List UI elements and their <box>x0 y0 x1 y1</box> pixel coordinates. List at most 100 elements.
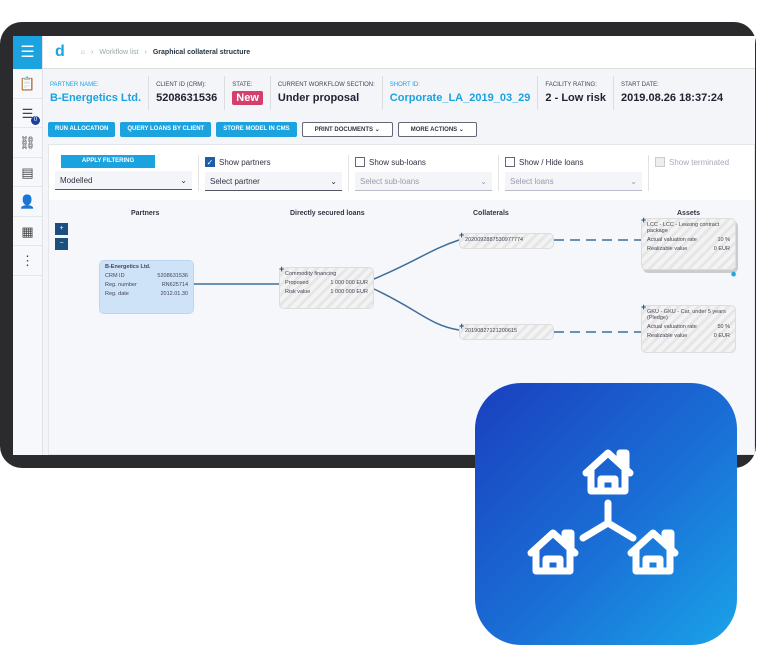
select-placeholder: Select partner <box>210 177 260 186</box>
top-bar: d ⌂ › Workflow list › Graphical collater… <box>43 36 755 69</box>
show-loans-checkbox[interactable] <box>505 157 515 167</box>
documents-icon[interactable]: ▦ <box>13 217 42 246</box>
plus-icon[interactable]: + <box>459 321 465 331</box>
checkbox-label: Show sub-loans <box>369 157 426 167</box>
house-icon <box>627 529 679 575</box>
workflow-info: PARTNER NAME: B-Energetics Ltd. CLIENT ID… <box>43 76 755 110</box>
comment-icon[interactable]: ▤ <box>13 158 42 187</box>
state-badge: New <box>232 91 263 105</box>
checkbox-label: Show / Hide loans <box>519 157 584 167</box>
select-placeholder: Select sub-loans <box>360 177 420 186</box>
asset-node[interactable]: + GKU - GKU - Car, under 5 years (Pledge… <box>641 302 736 353</box>
field-label: Proposed <box>285 280 309 286</box>
store-model-button[interactable]: STORE MODEL IN CMS <box>216 122 297 137</box>
field-value: 0 EUR <box>713 246 730 252</box>
breadcrumb-current: Graphical collateral structure <box>152 48 251 56</box>
field-value: 10 % <box>717 237 730 243</box>
field-value: 1 000 000 EUR <box>330 289 368 295</box>
start-date: 2019.08.26 18:37:24 <box>620 92 724 104</box>
menu-icon[interactable]: ☰ <box>13 36 42 69</box>
diagram-canvas: Partners Directly secured loans Collater… <box>49 200 754 454</box>
field-value: 2012.01.30 <box>160 291 188 297</box>
plus-icon[interactable]: + <box>459 230 465 240</box>
house-icon <box>527 529 579 575</box>
field-label: Reg. number <box>105 282 137 288</box>
field-value: Risk value <box>285 289 311 295</box>
plus-icon[interactable]: + <box>641 302 647 312</box>
loans-select[interactable]: Select loans ⌄ <box>505 172 642 191</box>
short-id[interactable]: Corporate_LA_2019_03_29 <box>389 92 531 104</box>
info-label: CLIENT ID (CRM): <box>156 82 206 88</box>
node-title: LCC - LCC - Leasing contract package <box>647 222 720 234</box>
show-terminated-checkbox[interactable] <box>655 157 665 167</box>
mode-value: Modelled <box>60 176 93 185</box>
checkbox-label: Show partners <box>219 157 271 167</box>
gear-icon[interactable]: ✹ <box>730 270 737 279</box>
subloans-select[interactable]: Select sub-loans ⌄ <box>355 172 492 191</box>
connector-line <box>373 239 460 280</box>
facility-rating: 2 - Low risk <box>545 92 606 104</box>
column-header: Collaterals <box>473 210 509 217</box>
run-allocation-button[interactable]: RUN ALLOCATION <box>48 122 116 137</box>
node-title: Commodity financing <box>285 271 337 277</box>
field-label: Realizable value <box>647 246 688 252</box>
houses-network-icon <box>527 449 679 575</box>
breadcrumb-workflow-list[interactable]: Workflow list <box>99 48 139 56</box>
connector-line <box>373 288 460 331</box>
field-value: 5208631536 <box>157 273 188 279</box>
chevron-down-icon: ⌄ <box>480 177 487 186</box>
collateral-id: 2020092887530977774 <box>465 237 524 243</box>
plus-icon[interactable]: + <box>641 215 647 225</box>
info-label: PARTNER NAME: <box>50 82 99 88</box>
expand-icon[interactable]: + <box>55 223 68 235</box>
asset-node[interactable]: + LCC - LCC - Leasing contract package A… <box>641 215 737 279</box>
field-label: Realizable value <box>647 333 688 339</box>
branch-connector <box>579 499 637 542</box>
info-label: FACILITY RATING: <box>545 82 597 88</box>
notification-badge: 0 <box>31 116 40 125</box>
partner-select[interactable]: Select partner ⌄ <box>205 172 342 191</box>
field-label: Reg. date <box>105 291 129 297</box>
checkbox-label: Show terminated <box>669 157 730 167</box>
column-header: Partners <box>131 210 160 217</box>
field-label: Actual valuation rate <box>647 324 697 330</box>
chevron-down-icon: ⌄ <box>180 176 187 185</box>
field-label: Actual valuation rate <box>647 237 697 243</box>
loan-node[interactable]: + Commodity financing Proposed 1 000 000 … <box>279 264 374 309</box>
apply-filtering-button[interactable]: APPLY FILTERING <box>61 155 155 168</box>
action-bar: RUN ALLOCATION QUERY LOANS BY CLIENT STO… <box>48 122 477 137</box>
chevron-down-icon: ⌄ <box>330 177 337 186</box>
workflow-icon[interactable]: ⋮ <box>13 246 42 276</box>
collateral-node[interactable]: +20190827121200615 <box>459 321 554 340</box>
info-label: START DATE: <box>620 82 659 88</box>
clipboard-icon[interactable]: 📋 <box>13 69 42 99</box>
show-partners-checkbox[interactable]: ✓ <box>205 157 215 167</box>
show-subloans-checkbox[interactable] <box>355 157 365 167</box>
select-placeholder: Select loans <box>510 177 554 186</box>
contact-icon[interactable]: 👤 <box>13 187 42 217</box>
info-label: CURRENT WORKFLOW SECTION: <box>277 82 375 88</box>
sidebar: ☰ 📋 ☰0 ⛓ ▤ 👤 ▦ ⋮ <box>13 36 43 455</box>
collateral-structure-app-icon <box>475 383 737 645</box>
home-icon[interactable]: ⌂ <box>80 48 86 56</box>
node-title: B-Energetics Ltd. <box>105 264 151 270</box>
more-actions-button[interactable]: MORE ACTIONS ⌄ <box>397 122 477 137</box>
print-documents-button[interactable]: PRINT DOCUMENTS ⌄ <box>301 122 393 137</box>
collateral-node[interactable]: +2020092887530977774 <box>459 230 554 249</box>
collateral-id: 20190827121200615 <box>465 328 518 334</box>
mode-select[interactable]: Modelled ⌄ <box>55 171 192 190</box>
field-value: 1 000 000 EUR <box>330 280 368 286</box>
plus-icon[interactable]: + <box>279 264 285 274</box>
client-id: 5208631536 <box>156 92 218 104</box>
column-header: Assets <box>677 210 700 217</box>
field-label: CRM ID <box>105 273 125 279</box>
partner-node[interactable]: B-Energetics Ltd. CRM ID 5208631536 Reg. … <box>99 260 194 314</box>
list-icon[interactable]: ☰0 <box>13 99 42 128</box>
hierarchy-icon[interactable]: ⛓ <box>13 128 42 158</box>
chevron-down-icon: ⌄ <box>630 177 637 186</box>
workflow-section: Under proposal <box>277 92 360 104</box>
collapse-icon[interactable]: − <box>55 238 68 250</box>
query-loans-button[interactable]: QUERY LOANS BY CLIENT <box>120 122 212 137</box>
node-title: GKU - GKU - Car, under 5 years (Pledge) <box>647 309 726 321</box>
partner-name[interactable]: B-Energetics Ltd. <box>50 92 142 104</box>
